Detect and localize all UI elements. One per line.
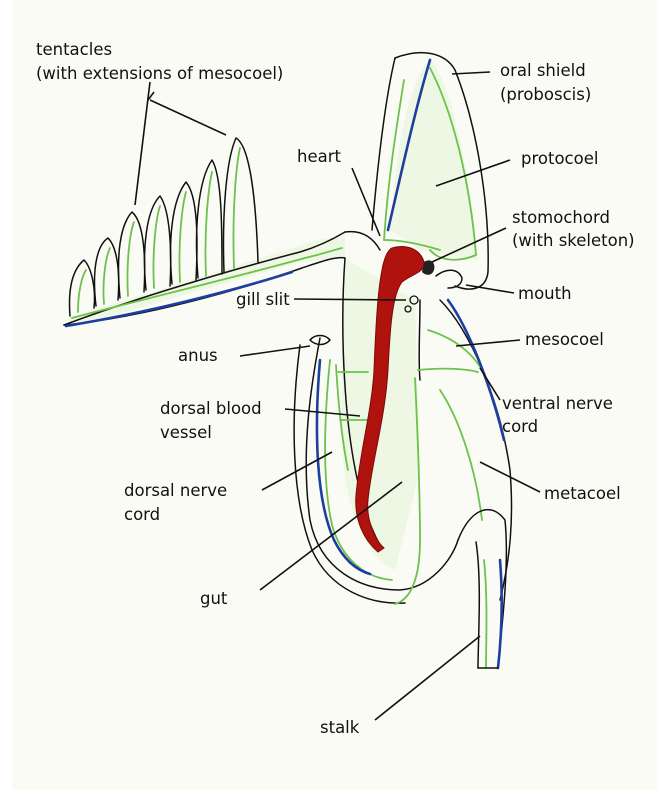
- label-dorsal-blood-line1: dorsal blood: [160, 399, 262, 418]
- mouth-shape: [436, 270, 462, 288]
- label-mesocoel: mesocoel: [525, 330, 604, 349]
- label-heart: heart: [297, 147, 342, 166]
- label-mouth: mouth: [518, 284, 572, 303]
- label-tentacles-line1: tentacles: [36, 40, 112, 59]
- tentacle-arm: [64, 232, 345, 328]
- label-ventral-nerve-line2: cord: [502, 417, 538, 436]
- label-dorsal-blood-line2: vessel: [160, 423, 212, 442]
- label-ventral-nerve-line1: ventral nerve: [502, 394, 613, 413]
- label-protocoel: protocoel: [521, 149, 598, 168]
- label-dorsal-nerve-line1: dorsal nerve: [124, 481, 227, 500]
- label-gut: gut: [200, 589, 228, 608]
- label-metacoel: metacoel: [544, 484, 621, 503]
- label-oral-shield-line1: oral shield: [500, 61, 586, 80]
- label-stomochord-line2: (with skeleton): [512, 231, 635, 250]
- label-tentacles-line2: (with extensions of mesocoel): [36, 64, 283, 83]
- label-dorsal-nerve-line2: cord: [124, 505, 160, 524]
- stalk-shape: [458, 510, 506, 668]
- label-gill-slit: gill slit: [236, 290, 290, 309]
- label-stalk: stalk: [320, 718, 360, 737]
- label-stomochord-line1: stomochord: [512, 208, 610, 227]
- label-oral-shield-line2: (proboscis): [500, 85, 591, 104]
- labels: tentacles (with extensions of mesocoel) …: [36, 40, 635, 737]
- label-anus: anus: [178, 346, 218, 365]
